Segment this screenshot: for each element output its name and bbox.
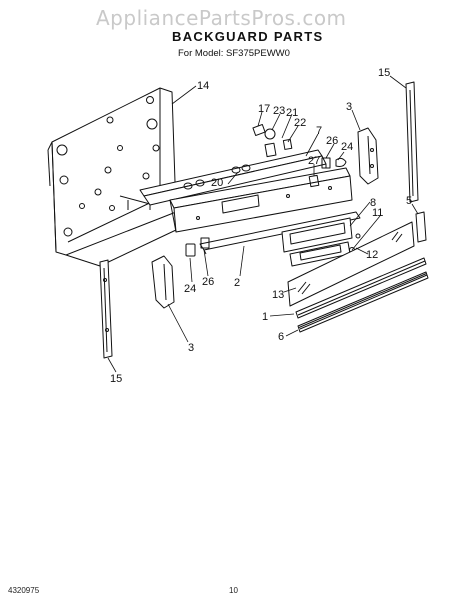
callout-15-bottom: 15 xyxy=(110,373,122,385)
callout-6: 6 xyxy=(278,331,284,343)
callout-27: 27 xyxy=(308,155,320,167)
part-6-gasket-strip xyxy=(297,271,429,333)
page-number: 10 xyxy=(229,586,238,595)
part-13-glass-panel xyxy=(287,221,415,307)
callout-21: 21 xyxy=(286,107,298,119)
callout-20: 20 xyxy=(211,177,223,189)
callout-3-bottom: 3 xyxy=(188,342,194,354)
callout-24-bottom: 24 xyxy=(184,283,196,295)
callout-5: 5 xyxy=(406,195,412,207)
callout-24-top: 24 xyxy=(341,141,353,153)
callout-7: 7 xyxy=(316,125,322,137)
callout-2: 2 xyxy=(234,277,240,289)
part-clips-top xyxy=(252,124,293,158)
part-27-spacer xyxy=(308,174,320,188)
part-7-console-upper xyxy=(139,149,327,210)
callout-11: 11 xyxy=(372,207,383,219)
callout-22: 22 xyxy=(294,117,306,129)
part-3-end-bracket-right xyxy=(357,127,379,185)
part-15-side-trim-left xyxy=(99,259,113,359)
document-number: 4320975 xyxy=(8,586,40,595)
callout-26-bottom: 26 xyxy=(202,276,214,288)
diagram-title: BACKGUARD PARTS xyxy=(172,29,324,44)
leader-lines xyxy=(107,75,419,373)
part-26-24-bottom-small xyxy=(185,237,210,257)
part-14-backguard-panel xyxy=(47,87,177,267)
callout-13: 13 xyxy=(272,289,284,301)
callout-labels: 14 15 17 23 21 22 3 7 26 24 27 20 8 11 5… xyxy=(110,67,412,385)
callout-23: 23 xyxy=(273,105,285,117)
part-1-lower-trim xyxy=(295,257,427,319)
part-8-window-frame xyxy=(281,217,353,253)
callout-14: 14 xyxy=(197,80,209,92)
callout-26-top: 26 xyxy=(326,135,338,147)
part-5-end-cap xyxy=(415,211,427,243)
callout-8: 8 xyxy=(370,197,376,209)
callout-1: 1 xyxy=(262,311,268,323)
callout-17: 17 xyxy=(258,103,270,115)
callout-3-top: 3 xyxy=(346,101,352,113)
part-20-hardware xyxy=(183,164,251,190)
callout-15-top: 15 xyxy=(378,67,390,79)
part-main-control-panel xyxy=(169,167,353,233)
part-15-side-trim-right xyxy=(405,81,419,203)
part-3-end-bracket-left xyxy=(151,255,175,309)
model-subtitle: For Model: SF375PEWW0 xyxy=(178,48,290,59)
callout-12: 12 xyxy=(366,249,378,261)
watermark-text: AppliancePartsPros.com xyxy=(96,6,347,30)
